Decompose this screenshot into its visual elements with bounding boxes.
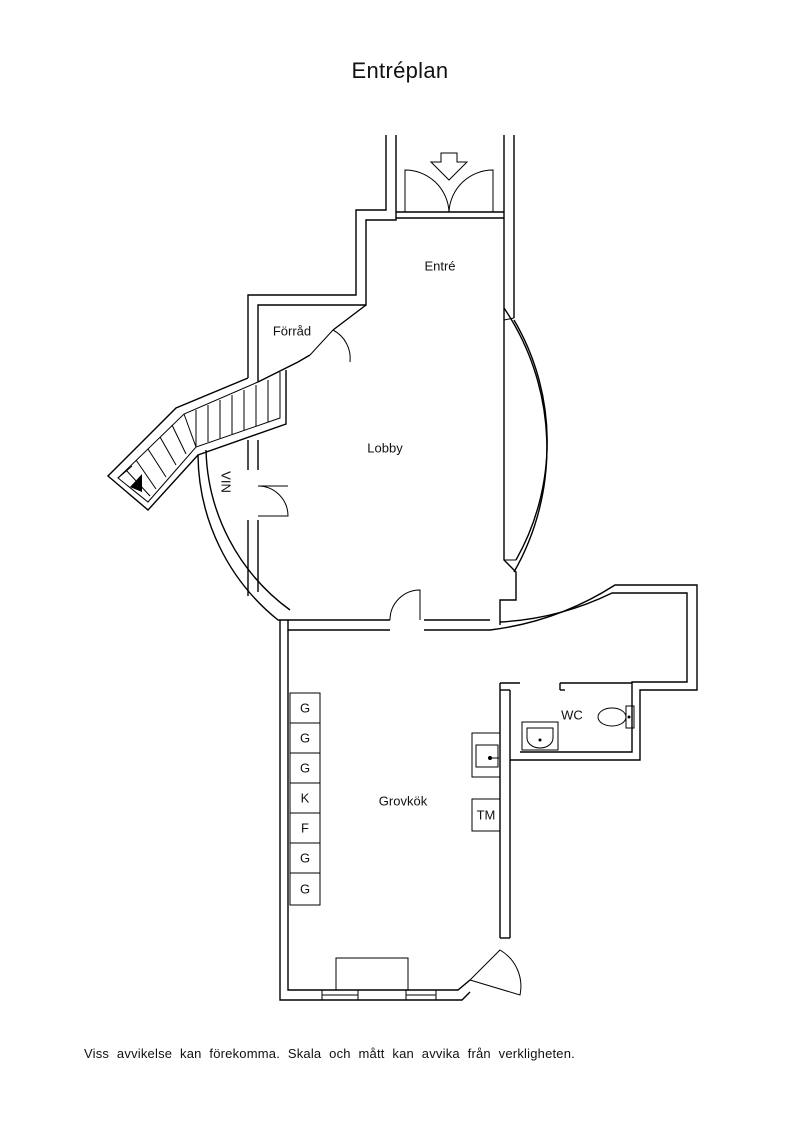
disclaimer-text: Viss avvikelse kan förekomma. Skala och … — [84, 1046, 575, 1061]
tm-cabinet: TM — [471, 798, 501, 832]
kitchen-walls — [279, 620, 511, 1001]
lobby-kitchen-door[interactable] — [389, 589, 421, 621]
room-label-forrad: Förråd — [273, 324, 311, 339]
entrance-arrow-icon — [429, 152, 469, 181]
room-label-wc: WC — [561, 708, 583, 723]
appliance-label: F — [301, 821, 309, 836]
room-label-grovkok: Grovkök — [379, 794, 428, 809]
appliance-label: G — [300, 701, 310, 716]
appliance-label: G — [300, 882, 310, 897]
room-label-lobby: Lobby — [367, 441, 403, 456]
entrance-walls — [247, 135, 515, 382]
page-title: Entréplan — [351, 58, 449, 83]
room-label-vin: VIN — [219, 471, 234, 493]
sink-icon — [471, 732, 501, 778]
toilet-icon — [597, 705, 635, 729]
washbasin-icon — [521, 721, 559, 751]
east-wing-walls — [489, 584, 698, 761]
tm-label: TM — [477, 808, 496, 823]
appliance-label: G — [300, 761, 310, 776]
lobby-kitchen-wall — [287, 619, 490, 631]
kitchen-exit-door[interactable] — [469, 949, 522, 996]
staircase — [106, 370, 287, 511]
stair-direction-arrow-icon — [130, 474, 142, 492]
appliance-label: K — [301, 791, 310, 806]
entrance-double-door[interactable] — [404, 169, 494, 213]
appliance-cabinet — [289, 872, 321, 906]
storage-room — [257, 304, 367, 383]
bottom-windows — [321, 989, 437, 1001]
kitchen-counter — [335, 957, 409, 991]
appliance-label: G — [300, 851, 310, 866]
appliance-label: G — [300, 731, 310, 746]
appliance-column: G G G K F G G — [289, 692, 321, 906]
lobby-walls — [197, 218, 548, 625]
wine-cellar-door[interactable] — [257, 485, 289, 517]
room-label-entre: Entré — [424, 259, 455, 274]
